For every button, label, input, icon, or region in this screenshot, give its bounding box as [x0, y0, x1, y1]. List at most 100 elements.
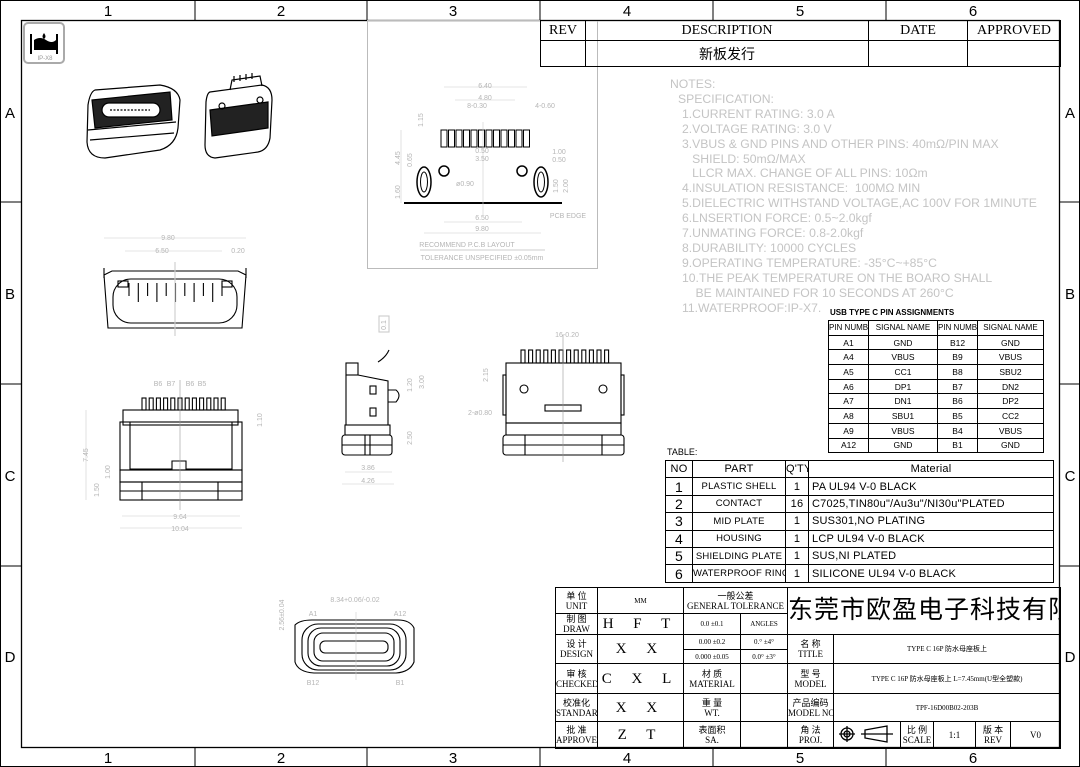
dim-label: 2.50: [407, 431, 414, 445]
pin-number-cell: A8: [828, 408, 869, 424]
contact-pin: [566, 349, 572, 364]
contact-pin: [448, 129, 455, 148]
contact-pin: [543, 349, 549, 364]
signal-name-header: SIGNAL NAME: [977, 320, 1044, 336]
top-view: 16-0.20 2.15 2-ø0.80: [468, 332, 625, 462]
note-line: BE MAINTAINED FOR 10 SECONDS AT 260°C: [682, 285, 954, 300]
tolerance-1: 0.0 ±0.1: [683, 613, 741, 635]
standard-value: X X: [597, 693, 684, 722]
zone-row-d: D: [5, 649, 16, 666]
zone-col-6: 6: [969, 3, 977, 20]
contact-pin: [213, 397, 219, 411]
rev-cell: [540, 40, 586, 67]
notes-title: NOTES:: [670, 77, 716, 91]
note-line: LLCR MAX. CHANGE OF ALL PINS: 10Ωm: [682, 166, 928, 181]
dim-label: 1.20: [407, 378, 414, 392]
part-cell: PLASTIC SHELL: [692, 477, 786, 496]
standard-label: 校准化STANDARD: [555, 693, 598, 722]
contact-pin: [463, 129, 470, 148]
dim-label: 0.50: [552, 157, 566, 164]
part-cell: WATERPROOF RING: [692, 564, 786, 583]
note-line: SHIELD: 50mΩ/MAX: [682, 151, 806, 166]
dim-label: 1.50: [94, 483, 101, 497]
ip-rating-logo: IP-X8: [23, 22, 65, 64]
dim-label: 9.80: [475, 226, 489, 233]
contact-pin: [581, 349, 587, 364]
dim-label: B1: [396, 680, 405, 687]
signal-name-cell: VBUS: [977, 422, 1044, 439]
design-value: X X: [597, 634, 684, 664]
dim-label: 0.50: [475, 148, 489, 155]
zone-col-3: 3: [449, 3, 457, 20]
dim-label: 8-0.30: [467, 103, 487, 110]
dim-label: 4.45: [395, 151, 402, 165]
material-cell: PA UL94 V-0 BLACK: [808, 477, 1054, 496]
dim-label: 6.40: [478, 83, 492, 90]
signal-name-cell: CC1: [868, 364, 938, 380]
dim-label: 4.80: [478, 95, 492, 102]
signal-name-cell: DN2: [977, 378, 1044, 395]
note-line: 6.LNSERTION FORCE: 0.5~2.0kgf: [682, 211, 872, 226]
approved-cell: [967, 40, 1061, 67]
dim-label: 0.20: [231, 248, 245, 255]
signal-name-cell: GND: [868, 334, 938, 351]
dim-label: 9.80: [161, 235, 175, 242]
note-line: 9.OPERATING TEMPERATURE: -35°C~+85°C: [682, 255, 937, 270]
pin-number-cell: A1: [828, 334, 869, 351]
contact-pin: [191, 397, 197, 411]
dim-label: 7.45: [83, 448, 90, 462]
material-cell: SUS301,NO PLATING: [808, 512, 1054, 531]
model-no-value: TPF-16D00B02-203B: [832, 693, 1062, 722]
dim-label: B7: [167, 381, 176, 388]
part-cell: HOUSING: [692, 529, 786, 548]
contact-pin: [478, 129, 485, 148]
zone-col-1-bottom: 1: [104, 750, 112, 767]
contact-pin: [163, 397, 169, 411]
note-line: 7.UNMATING FORCE: 0.8-2.0kgf: [682, 226, 864, 241]
signal-name-cell: SBU2: [977, 364, 1044, 380]
contact-pin: [199, 397, 205, 411]
contact-pin: [485, 129, 493, 148]
model-value: TYPE C 16P 防水母座板上 L=7.45mm(U型全塑款): [832, 663, 1062, 694]
material-cell: LCP UL94 V-0 BLACK: [808, 529, 1054, 548]
approve-value: Z T: [597, 721, 684, 749]
dim-label: 6.50: [475, 215, 489, 222]
pin-number-cell: B5: [937, 408, 978, 424]
pcb-layout-caption: RECOMMEND P.C.B LAYOUT: [419, 242, 515, 249]
date-header: DATE: [868, 20, 968, 41]
checked-value: C X L: [597, 663, 684, 694]
company-name: 东莞市欧盈电子科技有限公司: [786, 587, 1062, 635]
signal-name-cell: GND: [868, 437, 938, 454]
signal-name-cell: SBU1: [868, 408, 938, 424]
specification-notes: NOTES:SPECIFICATION:1.CURRENT RATING: 3.…: [670, 77, 1037, 316]
zone-col-5: 5: [796, 3, 804, 20]
contact-pin: [550, 349, 556, 364]
scale-value: 1:1: [933, 721, 976, 749]
qty-cell: 16: [785, 494, 809, 514]
material-cell: SILICONE UL94 V-0 BLACK: [808, 564, 1054, 583]
side-view: 0.1 1.20 3.00 2.50 3.86 4.26: [341, 315, 426, 485]
zone-col-4-bottom: 4: [623, 750, 631, 767]
material-cell: C7025,TIN80u"/Au3u"/NI30u"PLATED: [808, 494, 1054, 514]
pin-number-cell: B12: [937, 334, 978, 351]
dim-label: 1.15: [418, 113, 425, 127]
zone-col-2: 2: [277, 3, 285, 20]
notes-subtitle: SPECIFICATION:: [678, 91, 774, 106]
material-header: Material: [808, 459, 1054, 479]
dim-label: 2.00: [563, 179, 570, 193]
